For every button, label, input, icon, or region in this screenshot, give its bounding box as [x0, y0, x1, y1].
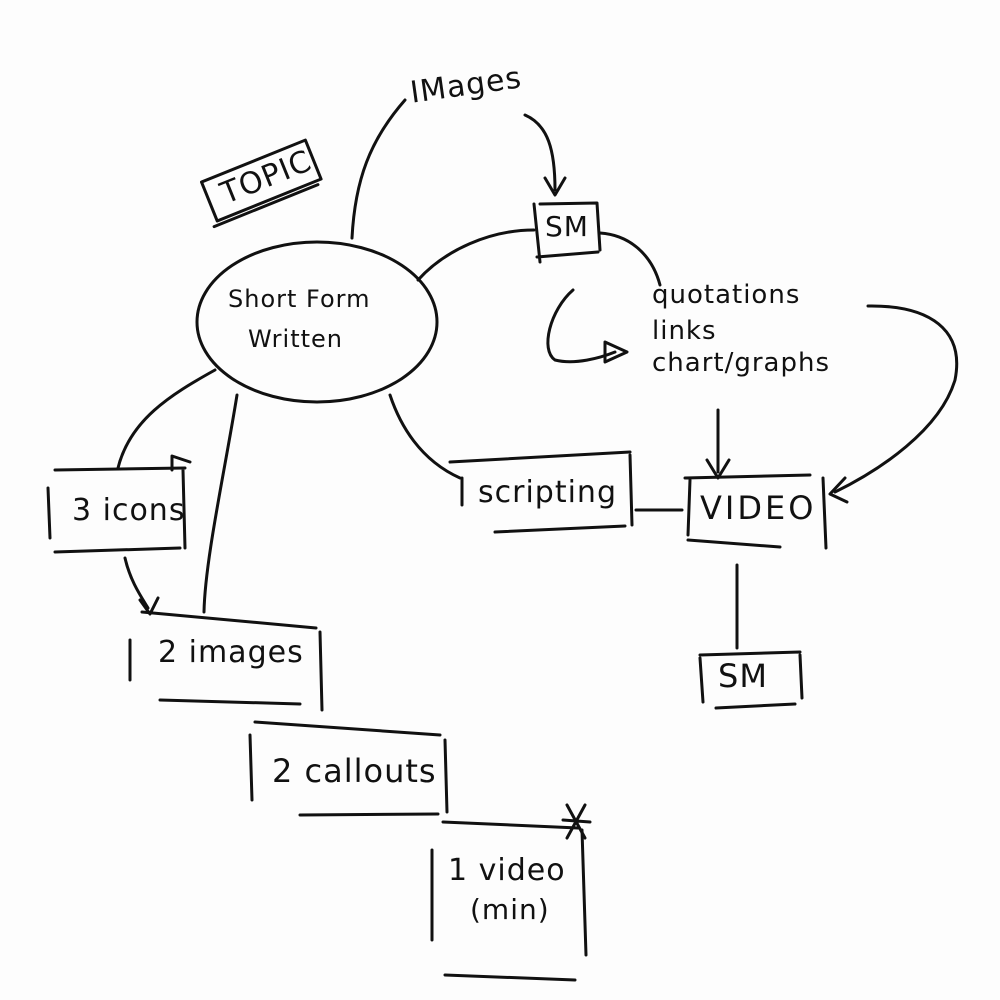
video-label: VIDEO [700, 489, 817, 527]
one-video-box [430, 820, 588, 982]
two-callouts-label: 2 callouts [272, 752, 437, 790]
one-video-label-line1: 1 video [448, 853, 566, 888]
short-form-label-line1: Short Form [228, 285, 371, 313]
arrow-curve-links [546, 288, 617, 364]
connector-ellipse-scripting [388, 393, 462, 480]
quotations-label: quotations [652, 280, 801, 310]
video-box [683, 473, 828, 550]
arrow-images-sm [523, 113, 557, 192]
arrowhead-loop-video [828, 476, 849, 504]
connector-ellipse-images [350, 98, 407, 240]
three-icons-label: 3 icons [72, 493, 186, 528]
connector-ellipse-icons [116, 368, 217, 470]
topic-box [200, 138, 323, 229]
arrowhead-images-sm [543, 176, 567, 197]
arrowhead-links [603, 340, 629, 364]
connector-ellipse-images2 [202, 393, 239, 614]
scripting-label: scripting [478, 475, 617, 510]
short-form-ellipse [195, 240, 439, 404]
icons-box [46, 466, 187, 554]
images2-box [128, 610, 324, 712]
arrow-loop-video [833, 304, 959, 494]
callouts-box [248, 720, 449, 817]
sm-bottom-label: SM [718, 657, 768, 695]
short-form-label-line2: Written [248, 325, 343, 353]
one-video-label-line2: (min) [470, 893, 550, 926]
star-mark [561, 803, 592, 840]
sm-top-box [532, 201, 602, 264]
scripting-box [448, 450, 634, 534]
two-images-label: 2 images [158, 635, 304, 670]
connector-ellipse-sm [416, 228, 536, 282]
sm-top-label: SM [545, 210, 589, 243]
connector-sm-quotations [598, 231, 662, 287]
arrow-icons-images2 [123, 556, 150, 610]
charts-graphs-label: chart/graphs [652, 348, 831, 378]
star-label: * [0, 0, 2, 1]
icons-flag [170, 454, 192, 472]
sm-bottom-box [698, 650, 804, 710]
links-label: links [652, 316, 717, 346]
